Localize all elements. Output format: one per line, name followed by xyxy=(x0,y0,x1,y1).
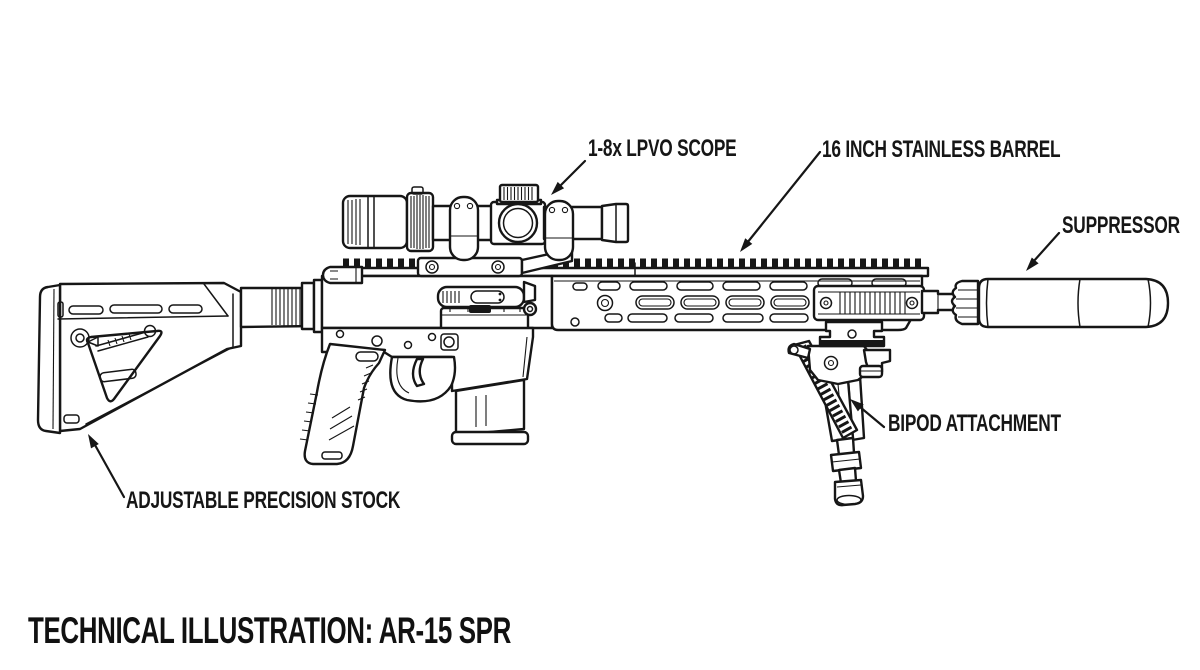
buffer-tube xyxy=(239,278,324,334)
rear-scope-ring xyxy=(448,195,480,262)
lower-receiver xyxy=(320,326,535,403)
front-scope-ring xyxy=(543,199,575,262)
callout-bipod-label: BIPOD ATTACHMENT xyxy=(888,410,1061,437)
safety-selector xyxy=(355,351,379,362)
barrel xyxy=(920,289,956,315)
mag-release xyxy=(440,333,459,351)
illustration-title: TECHNICAL ILLUSTRATION: AR-15 SPR xyxy=(28,610,511,651)
callout-scope-label: 1-8x LPVO SCOPE xyxy=(588,135,737,162)
magazine xyxy=(450,378,530,446)
callout-barrel-label: 16 INCH STAINLESS BARREL xyxy=(822,136,1061,163)
callout-leader-lines xyxy=(88,150,1061,499)
pistol-grip xyxy=(299,342,387,466)
scope xyxy=(341,183,630,262)
brass-deflector xyxy=(522,280,537,304)
trigger xyxy=(411,357,426,388)
trigger-guard xyxy=(389,355,457,403)
scope-eyepiece xyxy=(341,194,409,250)
bipod-foot xyxy=(833,478,865,507)
callout-suppressor-label: SUPPRESSOR xyxy=(1062,212,1180,239)
bipod xyxy=(787,320,892,507)
windage-turret xyxy=(497,202,539,244)
callout-stock-label: ADJUSTABLE PRECISION STOCK xyxy=(126,487,401,514)
bipod-spring xyxy=(796,344,854,437)
suppressor xyxy=(950,277,1170,329)
objective-bell xyxy=(600,202,630,244)
stock xyxy=(36,281,243,435)
bipod-rail-segment xyxy=(812,284,926,322)
forward-assist xyxy=(522,301,538,317)
